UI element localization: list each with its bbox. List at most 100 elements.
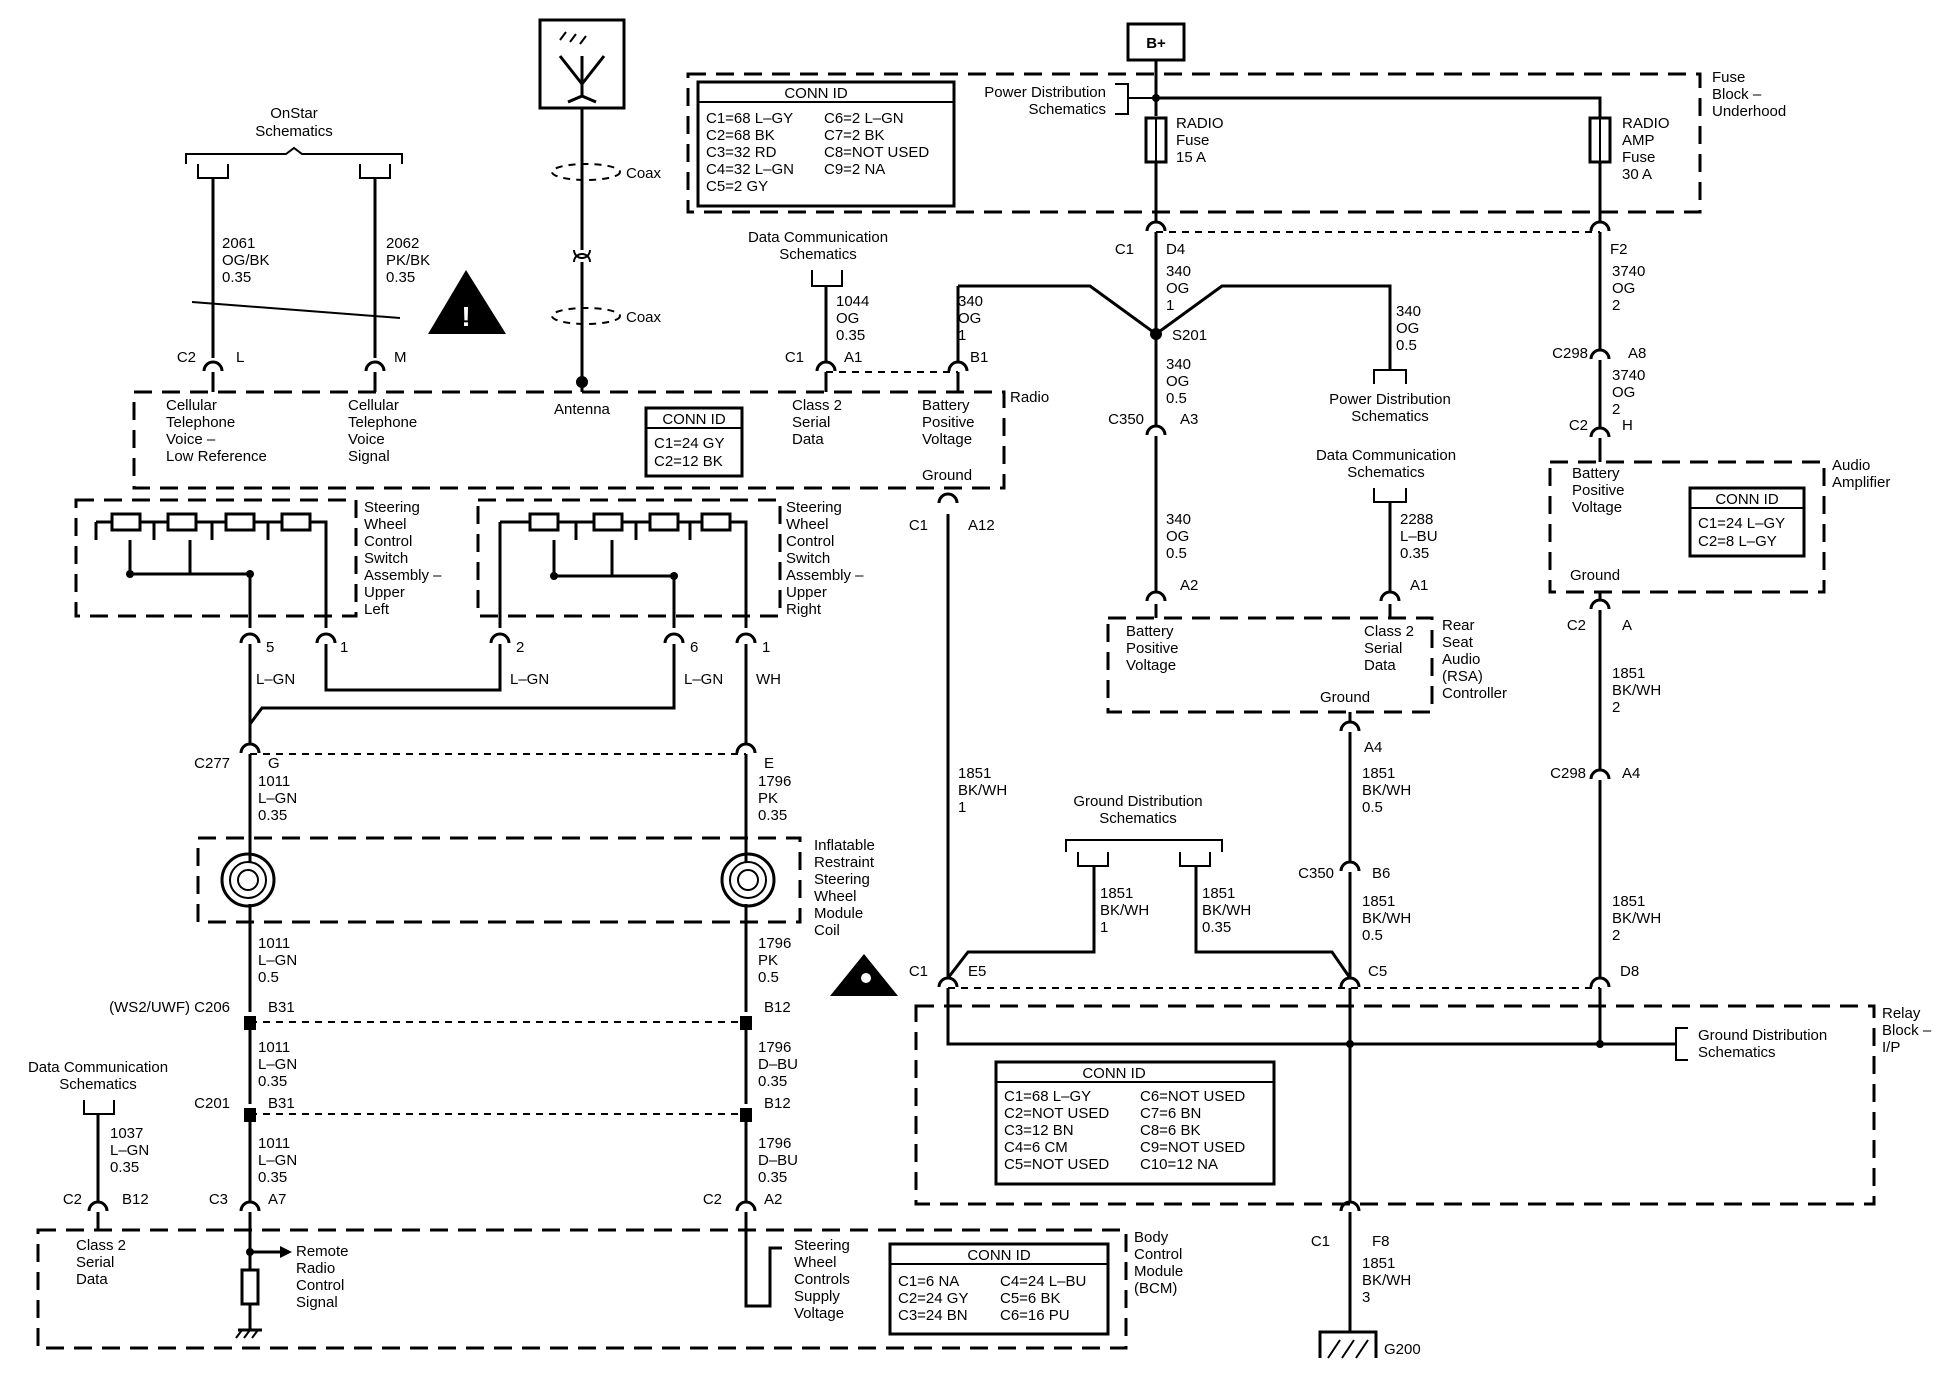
svg-text:C2: C2	[1567, 617, 1586, 634]
svg-text:Radio: Radio	[1010, 389, 1049, 406]
svg-text:C1: C1	[1311, 1233, 1330, 1250]
svg-text:A7: A7	[268, 1191, 286, 1208]
svg-text:1: 1	[762, 639, 770, 656]
svg-text:L–GN: L–GN	[256, 671, 295, 688]
svg-text:C2: C2	[63, 1191, 82, 1208]
b-plus-label: B+	[1146, 35, 1166, 52]
twisted-pair-mark	[191, 301, 401, 319]
svg-text:B12: B12	[764, 999, 791, 1016]
svg-text:WH: WH	[756, 671, 781, 688]
svg-text:C5: C5	[1368, 963, 1387, 980]
svg-text:CONN ID: CONN ID	[662, 411, 726, 428]
svg-text:A1: A1	[1410, 577, 1428, 594]
svg-text:C3: C3	[209, 1191, 228, 1208]
svg-text:CONN ID: CONN ID	[967, 1247, 1031, 1264]
svg-text:5: 5	[266, 639, 274, 656]
svg-text:Ground: Ground	[922, 467, 972, 484]
svg-text:CONN ID: CONN ID	[1082, 1065, 1146, 1082]
svg-text:C277: C277	[194, 755, 230, 772]
svg-text:C1: C1	[909, 963, 928, 980]
svg-text:A4: A4	[1364, 739, 1382, 756]
svg-text:Ground: Ground	[1570, 567, 1620, 584]
svg-text:C1: C1	[785, 349, 804, 366]
svg-text:F8: F8	[1372, 1233, 1390, 1250]
svg-text:C1: C1	[909, 517, 928, 534]
svg-text:G200: G200	[1384, 1341, 1421, 1358]
svg-text:(WS2/UWF) C206: (WS2/UWF) C206	[109, 999, 230, 1016]
svg-text:A1: A1	[844, 349, 862, 366]
svg-text:A8: A8	[1628, 345, 1646, 362]
svg-text:E5: E5	[968, 963, 986, 980]
svg-text:S201: S201	[1172, 327, 1207, 344]
svg-text:Ground: Ground	[1320, 689, 1370, 706]
svg-text:Antenna: Antenna	[554, 401, 611, 418]
svg-text:G: G	[268, 755, 280, 772]
svg-text:CONN ID: CONN ID	[784, 85, 848, 102]
fuse-block-underhood: Fuse Block – Underhood	[686, 69, 1786, 214]
svg-text:F2: F2	[1610, 241, 1628, 258]
svg-text:C2: C2	[177, 349, 196, 366]
svg-text:C2: C2	[1569, 417, 1588, 434]
svg-text:Coax: Coax	[626, 309, 662, 326]
svg-text:B1: B1	[970, 349, 988, 366]
arrow-right-icon	[280, 1246, 292, 1258]
antenna-icon	[538, 18, 626, 110]
svg-text:A: A	[1622, 617, 1632, 634]
b-plus-terminal: B+	[1126, 22, 1186, 62]
svg-text:H: H	[1622, 417, 1633, 434]
svg-text:B12: B12	[764, 1095, 791, 1112]
svg-text:B31: B31	[268, 999, 295, 1016]
svg-text:A4: A4	[1622, 765, 1640, 782]
svg-text:A3: A3	[1180, 411, 1198, 428]
svg-text:D8: D8	[1620, 963, 1639, 980]
